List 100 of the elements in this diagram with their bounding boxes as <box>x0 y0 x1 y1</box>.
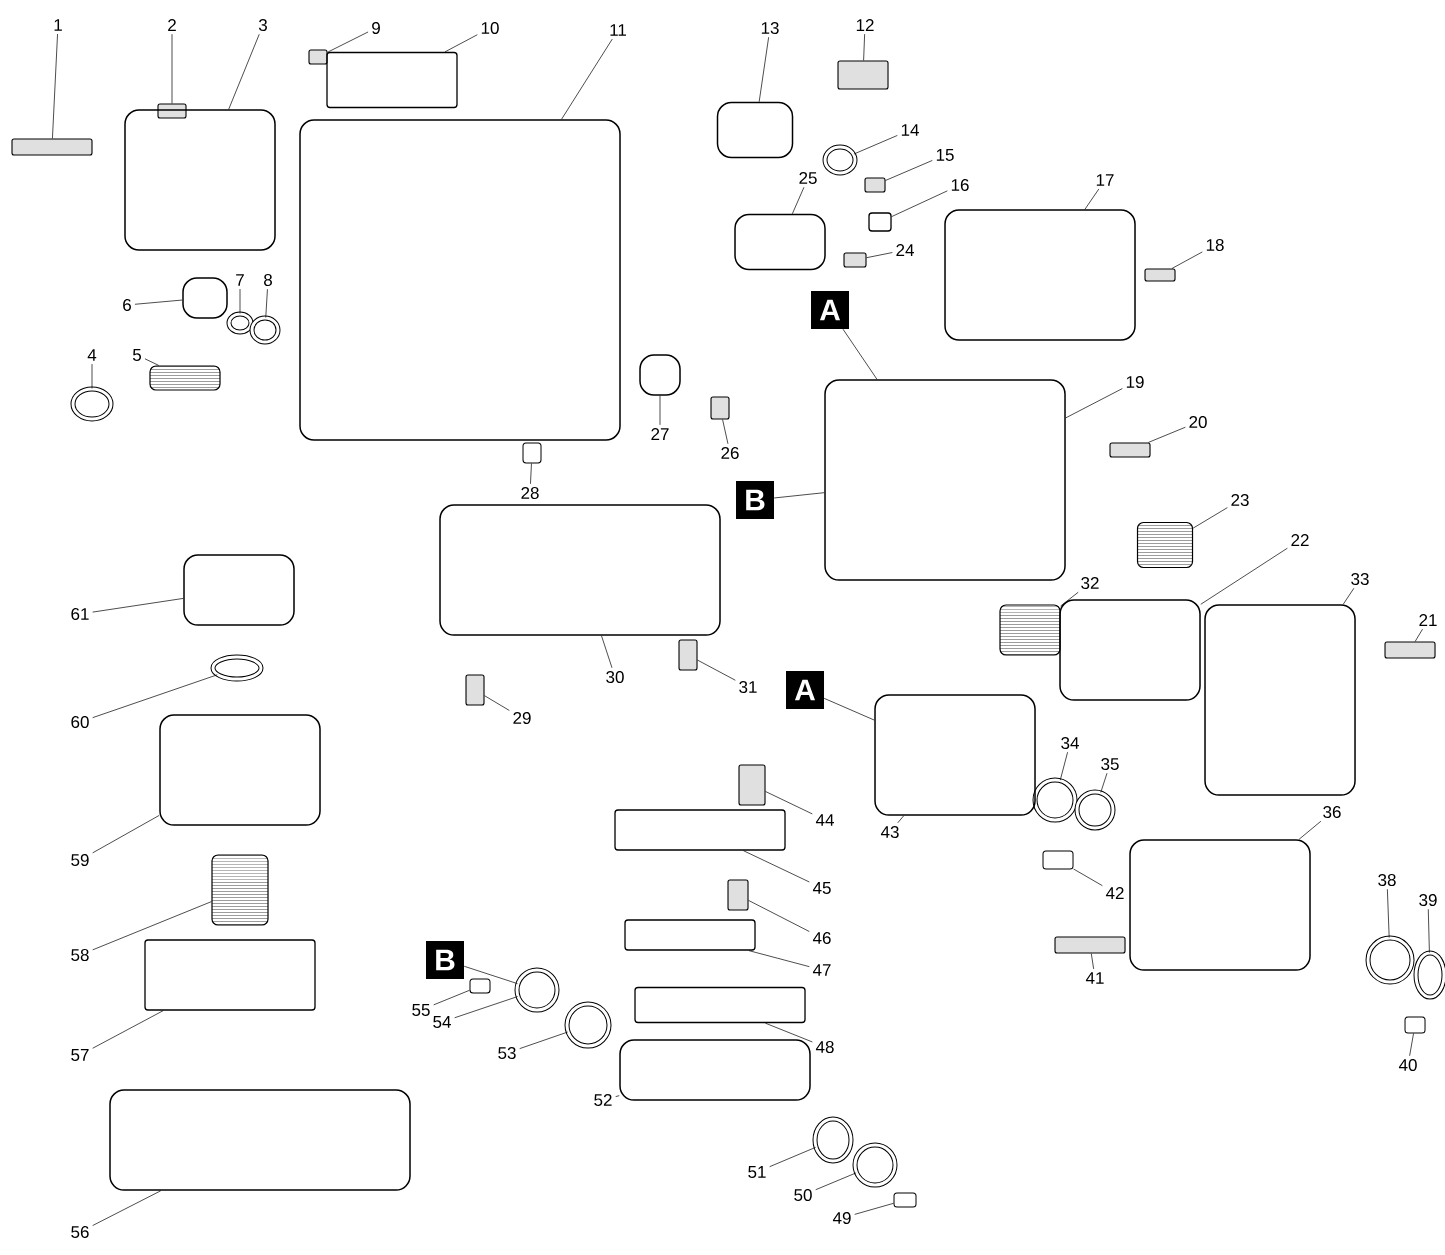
callout-number: 56 <box>71 1226 89 1239</box>
housing-part <box>716 101 794 159</box>
leader-line <box>866 252 893 259</box>
washer <box>226 311 254 335</box>
leader-line <box>463 965 518 984</box>
leader-line <box>265 288 268 318</box>
callout-number: 41 <box>1085 972 1104 984</box>
leader-line <box>897 815 905 824</box>
leader-line <box>722 419 729 445</box>
callout-number: 54 <box>433 1016 451 1028</box>
housing-part <box>1059 599 1201 701</box>
callout-number: 34 <box>1061 737 1079 750</box>
leader-line <box>854 1202 894 1215</box>
callout-number: 57 <box>71 1049 89 1061</box>
leader-line <box>1200 547 1288 605</box>
leader-line <box>1427 908 1430 953</box>
leader-line <box>327 31 369 53</box>
leader-line <box>239 288 241 314</box>
plate-part <box>326 51 458 109</box>
housing-part <box>109 1089 411 1191</box>
screw <box>843 252 867 268</box>
pin <box>1404 1016 1426 1034</box>
callout-number: 6 <box>123 299 131 312</box>
callout-number: 24 <box>896 244 914 256</box>
leader-line <box>743 850 810 883</box>
callout-number: 10 <box>481 22 499 34</box>
housing-part <box>182 277 228 319</box>
callout-number: 44 <box>815 814 834 826</box>
washer <box>1074 789 1116 831</box>
leader-line <box>1192 507 1228 529</box>
plate-part <box>624 919 756 951</box>
callout-number: 32 <box>1081 577 1099 590</box>
callout-number: 61 <box>71 608 89 621</box>
leader-line <box>823 698 875 721</box>
leader-line <box>815 1172 857 1191</box>
leader-line <box>748 900 810 932</box>
leader-line <box>530 463 532 485</box>
leader-line <box>561 38 613 120</box>
housing-part <box>159 714 321 826</box>
washer <box>852 1142 898 1188</box>
screw <box>1144 268 1176 282</box>
screw <box>837 60 889 90</box>
leader-line <box>758 36 769 103</box>
leader-line <box>134 299 183 305</box>
screw <box>465 674 485 706</box>
callout-number: 53 <box>498 1047 516 1060</box>
coil-part <box>211 854 269 926</box>
leader-line <box>1342 587 1355 605</box>
callout-number: 52 <box>594 1094 612 1107</box>
leader-line <box>92 1190 162 1226</box>
callout-number: 40 <box>1398 1059 1417 1072</box>
callout-number: 48 <box>815 1041 834 1054</box>
leader-line <box>92 598 184 613</box>
leader-line <box>863 33 865 61</box>
coil-part <box>999 604 1061 656</box>
callout-number: 20 <box>1189 416 1207 429</box>
plate-part <box>868 212 892 232</box>
washer <box>70 386 114 422</box>
callout-number: 14 <box>901 124 919 136</box>
leader-line <box>1298 820 1322 840</box>
leader-line <box>92 674 218 718</box>
callout-number: 46 <box>812 932 831 945</box>
housing-part <box>734 213 826 271</box>
callout-number: 4 <box>87 349 97 361</box>
housing-part <box>824 379 1066 581</box>
screw <box>678 639 698 671</box>
washer <box>249 315 281 345</box>
callout-number: 3 <box>258 19 267 31</box>
callout-number: 8 <box>264 274 272 287</box>
callout-number: 47 <box>812 964 831 976</box>
leader-line <box>1100 772 1108 793</box>
housing-part <box>299 119 621 441</box>
leader-line <box>52 33 58 139</box>
screw <box>1109 442 1151 458</box>
housing-part <box>1204 604 1356 796</box>
callout-number: 36 <box>1323 806 1341 819</box>
callout-number: 23 <box>1231 494 1249 507</box>
pin <box>522 442 542 464</box>
leader-line <box>885 160 933 181</box>
leader-line <box>601 635 613 669</box>
washer <box>822 144 858 176</box>
callout-number: 16 <box>951 179 969 192</box>
leader-line <box>444 34 478 53</box>
leader-line <box>1059 751 1068 781</box>
callout-number: 21 <box>1419 614 1437 626</box>
leader-line <box>228 33 260 110</box>
washer <box>812 1116 854 1164</box>
leader-line <box>1065 388 1123 419</box>
leader-line <box>1414 628 1423 642</box>
callout-number: 29 <box>513 712 531 725</box>
callout-number: 25 <box>799 172 817 185</box>
callout-number: 11 <box>610 24 626 36</box>
leader-line <box>92 1010 164 1049</box>
plate-part <box>614 809 786 851</box>
leader-line <box>1073 868 1103 887</box>
callout-number: 28 <box>521 487 539 500</box>
leader-line <box>842 328 878 380</box>
leader-line <box>519 1031 569 1049</box>
washer <box>1032 777 1078 823</box>
callout-number: 39 <box>1419 894 1437 907</box>
